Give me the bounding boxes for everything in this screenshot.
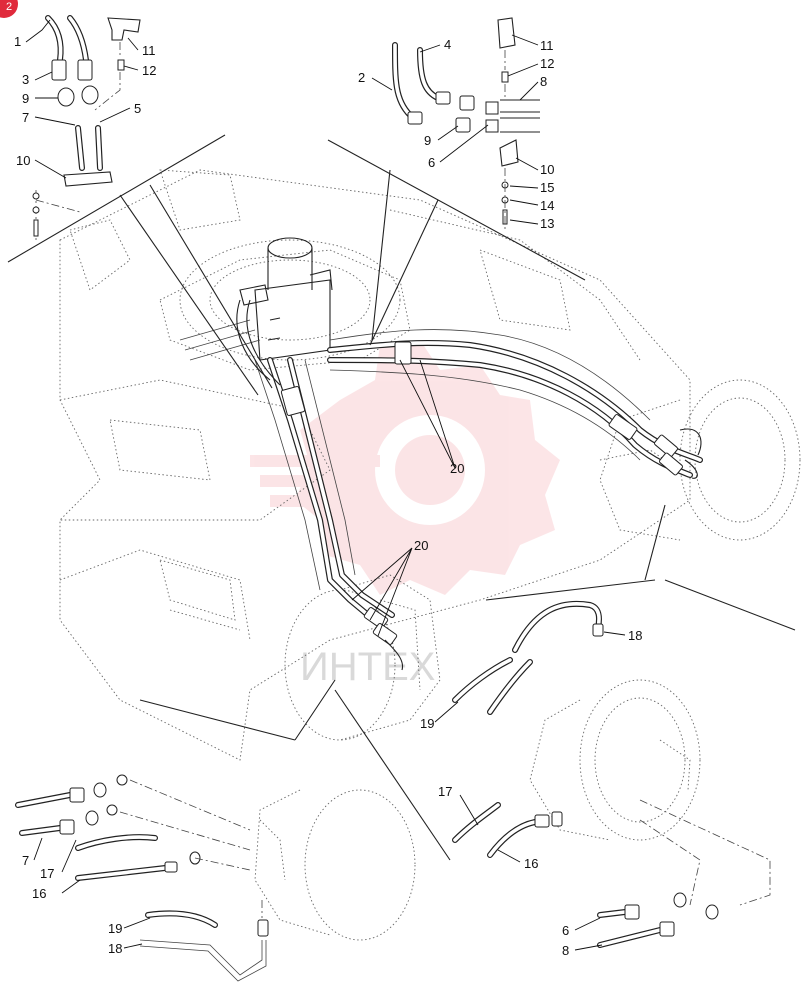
- callout-6: 6: [562, 923, 569, 938]
- watermark-gear-icon: [250, 340, 560, 595]
- callout-16: 16: [524, 856, 538, 871]
- callout-14: 14: [540, 198, 554, 213]
- callout-7: 7: [22, 110, 29, 125]
- callout-7: 7: [22, 853, 29, 868]
- callout-4: 4: [444, 37, 451, 52]
- callout-2: 2: [358, 70, 365, 85]
- detail-bottom-left-motor: [15, 774, 416, 982]
- detail-middle-right: [452, 600, 604, 715]
- callout-8: 8: [562, 943, 569, 958]
- callout-10: 10: [16, 153, 30, 168]
- callout-8: 8: [540, 74, 547, 89]
- callout-11: 11: [540, 38, 554, 53]
- callout-17: 17: [40, 866, 54, 881]
- detail-top-right: [392, 17, 540, 230]
- callout-labels: 1 3 9 7 10 11 12 5 2 4 9 6 11 12 8 10 15…: [14, 34, 642, 958]
- hose-bundle-right: [327, 329, 703, 479]
- callout-leaders: [25, 19, 626, 951]
- callout-11: 11: [142, 43, 156, 58]
- callout-20: 20: [450, 461, 464, 476]
- callout-12: 12: [142, 63, 156, 78]
- callout-9: 9: [22, 91, 29, 106]
- callout-5: 5: [134, 101, 141, 116]
- callout-20: 20: [414, 538, 428, 553]
- page-badge: 2: [0, 0, 18, 18]
- callout-18: 18: [628, 628, 642, 643]
- callout-19: 19: [420, 716, 434, 731]
- page-badge-label: 2: [6, 1, 12, 13]
- swivel-feed-lines: [179, 299, 281, 386]
- callout-12: 12: [540, 56, 554, 71]
- callout-15: 15: [540, 180, 554, 195]
- watermark-text: ИНТЕХ: [300, 645, 435, 689]
- left-travel-motor: [284, 574, 441, 741]
- callout-13: 13: [540, 216, 554, 231]
- detail-top-left: [32, 15, 141, 240]
- callout-10: 10: [540, 162, 554, 177]
- callout-19: 19: [108, 921, 122, 936]
- callout-1: 1: [14, 34, 21, 49]
- callout-6: 6: [428, 155, 435, 170]
- detail-bottom-right-motor: [452, 679, 771, 948]
- callout-18: 18: [108, 941, 122, 956]
- callout-9: 9: [424, 133, 431, 148]
- callout-3: 3: [22, 72, 29, 87]
- callout-16: 16: [32, 886, 46, 901]
- hose-bundle-left: [254, 357, 404, 671]
- callout-17: 17: [438, 784, 452, 799]
- detail-leader-lines: [7, 134, 796, 861]
